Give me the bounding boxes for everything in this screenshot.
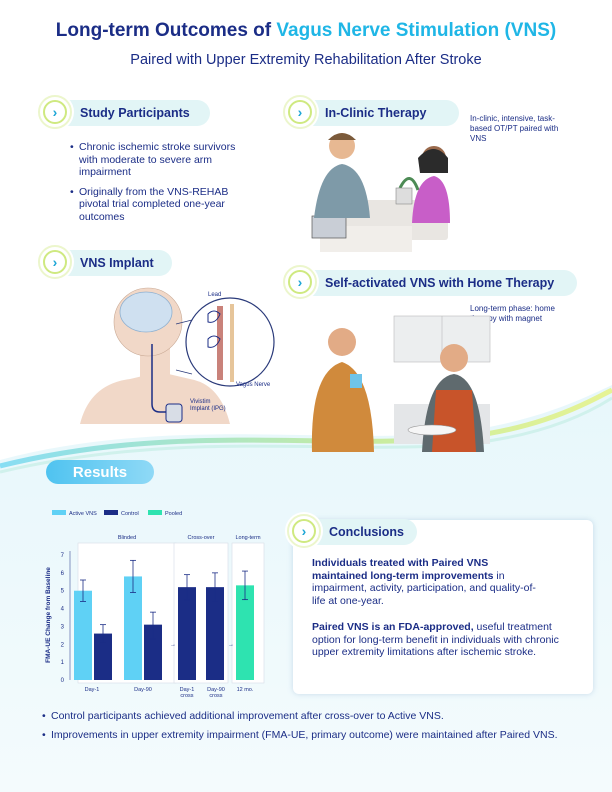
- implant-device-label: Vivistim Implant (IPG): [190, 399, 226, 412]
- chart-bar: [144, 624, 162, 680]
- list-item: Chronic ischemic stroke survivors with m…: [70, 141, 245, 179]
- legend-swatch: [104, 510, 118, 515]
- results-heading: Results: [46, 460, 154, 484]
- clinic-note: In-clinic, intensive, task-based OT/PT p…: [470, 114, 559, 143]
- x-tick-label: cross: [180, 693, 193, 697]
- chart-bar: [236, 585, 254, 680]
- y-tick-label: 0: [61, 678, 65, 684]
- chart-y-axis: 0 1 2 3 4 5 6 7: [61, 551, 71, 684]
- legend-swatch: [148, 510, 162, 515]
- implant-heading: VNS Implant: [80, 256, 154, 270]
- conclusions-heading-pill: › Conclusions: [287, 514, 417, 548]
- x-tick-label: 12 mo.: [237, 687, 254, 693]
- conclusions-paragraph-2: Paired VNS is an FDA-approved, useful tr…: [312, 621, 580, 659]
- clinic-illustration: [311, 133, 450, 252]
- conclusions-p1-rest: in impairment, activity, participation, …: [312, 569, 536, 607]
- conclusions-paragraph-1: Individuals treated with Paired VNS main…: [312, 557, 542, 607]
- chart-bar: [94, 633, 112, 680]
- arrow-icon: →: [228, 642, 234, 648]
- chart-bar: [206, 587, 224, 680]
- arrow-icon: →: [170, 642, 176, 648]
- chart-panel-title: Long-term: [235, 535, 260, 541]
- y-tick-label: 7: [61, 553, 65, 559]
- chevron-right-icon: ›: [287, 514, 321, 548]
- y-tick-label: 2: [61, 642, 65, 648]
- chevron-right-icon: ›: [283, 95, 317, 129]
- chart-panel-title: Cross-over: [188, 535, 215, 541]
- chart-legend: Active VNS Control Pooled: [52, 510, 182, 517]
- y-tick-label: 5: [61, 589, 65, 595]
- fma-ue-chart: Active VNS Control Pooled Blinded Cross-ove…: [45, 510, 265, 697]
- title-part-2: Vagus Nerve Stimulation (VNS): [276, 20, 557, 41]
- chart-bar: [178, 587, 196, 680]
- x-tick-label: Day-90: [207, 687, 225, 693]
- participants-heading: Study Participants: [80, 106, 190, 120]
- conclusions-box: [293, 520, 593, 694]
- participants-heading-pill: › Study Participants: [38, 95, 210, 129]
- list-item: Originally from the VNS-REHAB pivotal tr…: [70, 186, 245, 224]
- y-tick-label: 1: [61, 660, 65, 666]
- x-tick-label: Day-1: [85, 687, 100, 693]
- list-item: Improvements in upper extremity impairme…: [42, 729, 572, 742]
- x-tick-label: cross: [209, 693, 222, 697]
- implant-illustration: [80, 287, 275, 424]
- y-tick-label: 4: [61, 607, 65, 613]
- chart-bar: [74, 590, 92, 680]
- title-part-1: Long-term Outcomes of: [55, 20, 277, 41]
- home-illustration: [311, 315, 491, 452]
- conclusions-p2-rest: useful treatment option for long-term be…: [312, 621, 559, 658]
- implant-heading-pill: › VNS Implant: [38, 245, 172, 279]
- clinic-heading-pill: › In-Clinic Therapy: [283, 95, 459, 129]
- chevron-right-icon: ›: [38, 245, 72, 279]
- chart-panel-title: Blinded: [118, 535, 136, 541]
- x-tick-label: Day-90: [134, 687, 152, 693]
- implant-vagus-label: Vagus Nerve: [236, 382, 271, 388]
- page-subtitle: Paired with Upper Extremity Rehabilitati…: [130, 52, 482, 68]
- chart-y-label: FMA-UE Change from Baseline: [45, 567, 52, 663]
- list-item: Control participants achieved additional…: [42, 710, 572, 723]
- x-tick-label: Day-1: [180, 687, 195, 693]
- y-tick-label: 6: [61, 571, 65, 577]
- legend-swatch: [52, 510, 66, 515]
- legend-label: Control: [121, 511, 139, 517]
- participants-bullets: Chronic ischemic stroke survivors with m…: [70, 141, 245, 230]
- home-heading-pill: › Self-activated VNS with Home Therapy: [283, 265, 577, 299]
- conclusions-heading: Conclusions: [329, 525, 405, 539]
- clinic-heading: In-Clinic Therapy: [325, 106, 427, 120]
- legend-label: Pooled: [165, 511, 182, 517]
- conclusions-p1-bold: Individuals treated with Paired VNS main…: [312, 557, 494, 582]
- chart-bars: [74, 559, 254, 680]
- implant-lead-label: Lead: [208, 292, 222, 298]
- page-title: Long-term Outcomes of Vagus Nerve Stimul…: [0, 20, 612, 42]
- home-heading: Self-activated VNS with Home Therapy: [325, 276, 555, 290]
- legend-label: Active VNS: [69, 511, 97, 517]
- chart-bar: [124, 576, 142, 680]
- chevron-right-icon: ›: [38, 95, 72, 129]
- chevron-right-icon: ›: [283, 265, 317, 299]
- y-tick-label: 3: [61, 624, 65, 630]
- summary-bullets: Control participants achieved additional…: [42, 710, 572, 747]
- conclusions-p2-bold: Paired VNS is an FDA-approved,: [312, 621, 474, 633]
